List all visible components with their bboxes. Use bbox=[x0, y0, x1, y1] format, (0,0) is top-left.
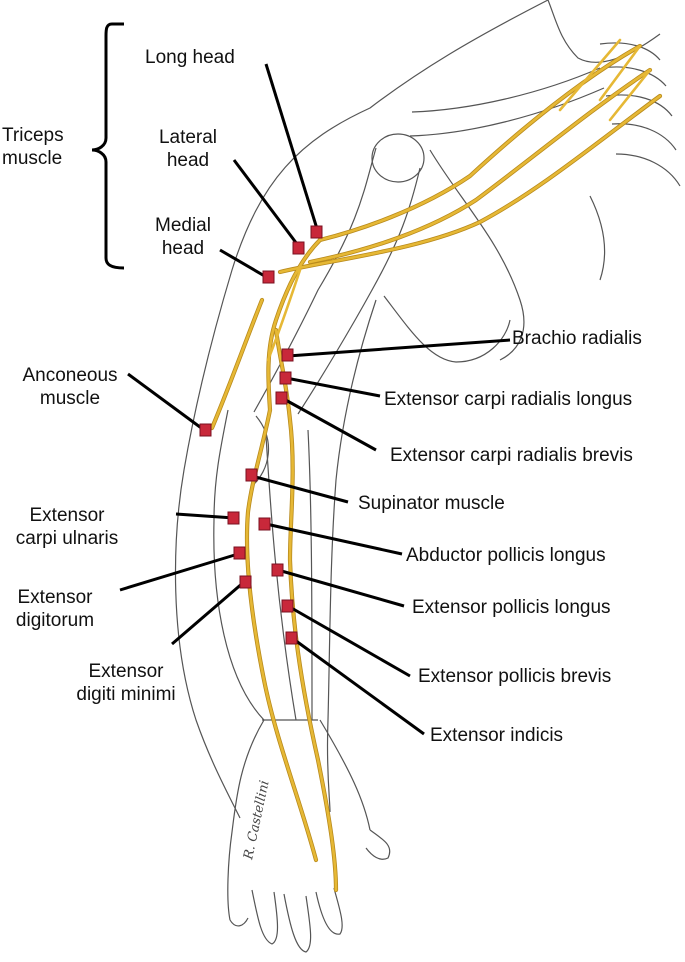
label-medial-head: Medial head bbox=[143, 214, 223, 260]
label-anconeous-line1: Anconeous bbox=[22, 365, 118, 386]
marker-lateral-head bbox=[292, 241, 305, 255]
label-ext-digitorum-line2: digitorum bbox=[15, 610, 95, 631]
artist-signature: R. Castellini bbox=[241, 779, 273, 862]
label-supinator-muscle: Supinator muscle bbox=[358, 493, 505, 514]
marker-anconeous bbox=[199, 423, 212, 437]
label-edm-line2: digiti minimi bbox=[76, 684, 176, 705]
label-extensor-digiti-minimi: Extensor digiti minimi bbox=[60, 660, 192, 706]
label-triceps-line1: Triceps bbox=[2, 125, 64, 146]
arm-outline bbox=[174, 0, 681, 953]
label-ext-carpi-radialis-brevis: Extensor carpi radialis brevis bbox=[390, 445, 633, 466]
marker-ecrl bbox=[279, 371, 292, 385]
label-lateral-head: Lateral head bbox=[145, 126, 231, 172]
leader-lines bbox=[119, 63, 511, 736]
marker-epl bbox=[271, 563, 284, 577]
label-lateral-head-line2: head bbox=[166, 150, 210, 171]
marker-ext-indicis bbox=[285, 631, 298, 645]
radial-nerve bbox=[209, 38, 663, 893]
label-triceps-line2: muscle bbox=[2, 148, 63, 169]
marker-epb bbox=[281, 599, 294, 613]
label-abductor-pollicis-longus: Abductor pollicis longus bbox=[406, 545, 606, 566]
label-extensor-carpi-ulnaris: Extensor carpi ulnaris bbox=[6, 504, 128, 550]
label-ext-pollicis-brevis: Extensor pollicis brevis bbox=[418, 666, 612, 687]
label-ext-pollicis-longus: Extensor pollicis longus bbox=[412, 597, 611, 618]
marker-apl bbox=[258, 517, 271, 531]
label-medial-head-line2: head bbox=[161, 238, 205, 259]
label-lateral-head-line1: Lateral bbox=[158, 127, 218, 148]
marker-supinator bbox=[245, 468, 258, 482]
label-ecu-line1: Extensor bbox=[29, 505, 105, 526]
marker-ecrb bbox=[275, 391, 288, 405]
marker-ecu bbox=[227, 511, 240, 525]
label-triceps-muscle: Triceps muscle bbox=[2, 124, 64, 170]
label-anconeous-muscle: Anconeous muscle bbox=[8, 364, 132, 410]
marker-ext-digitorum bbox=[233, 546, 246, 560]
label-edm-line1: Extensor bbox=[88, 661, 164, 682]
markers bbox=[199, 225, 323, 645]
label-medial-head-line1: Medial bbox=[155, 215, 211, 236]
label-ext-carpi-radialis-longus: Extensor carpi radialis longus bbox=[384, 389, 633, 410]
label-long-head: Long head bbox=[145, 47, 235, 68]
label-anconeous-line2: muscle bbox=[39, 388, 101, 409]
label-ext-digitorum-line1: Extensor bbox=[17, 587, 93, 608]
label-brachio-radialis: Brachio radialis bbox=[512, 328, 642, 349]
marker-edm bbox=[239, 575, 252, 589]
label-ext-indicis: Extensor indicis bbox=[430, 725, 564, 746]
marker-brachio-radialis bbox=[281, 348, 294, 362]
label-extensor-digitorum: Extensor digitorum bbox=[2, 586, 108, 632]
marker-long-head bbox=[310, 225, 323, 239]
marker-medial-head bbox=[262, 270, 275, 284]
triceps-bracket bbox=[91, 22, 125, 270]
label-ecu-line2: carpi ulnaris bbox=[15, 528, 119, 549]
